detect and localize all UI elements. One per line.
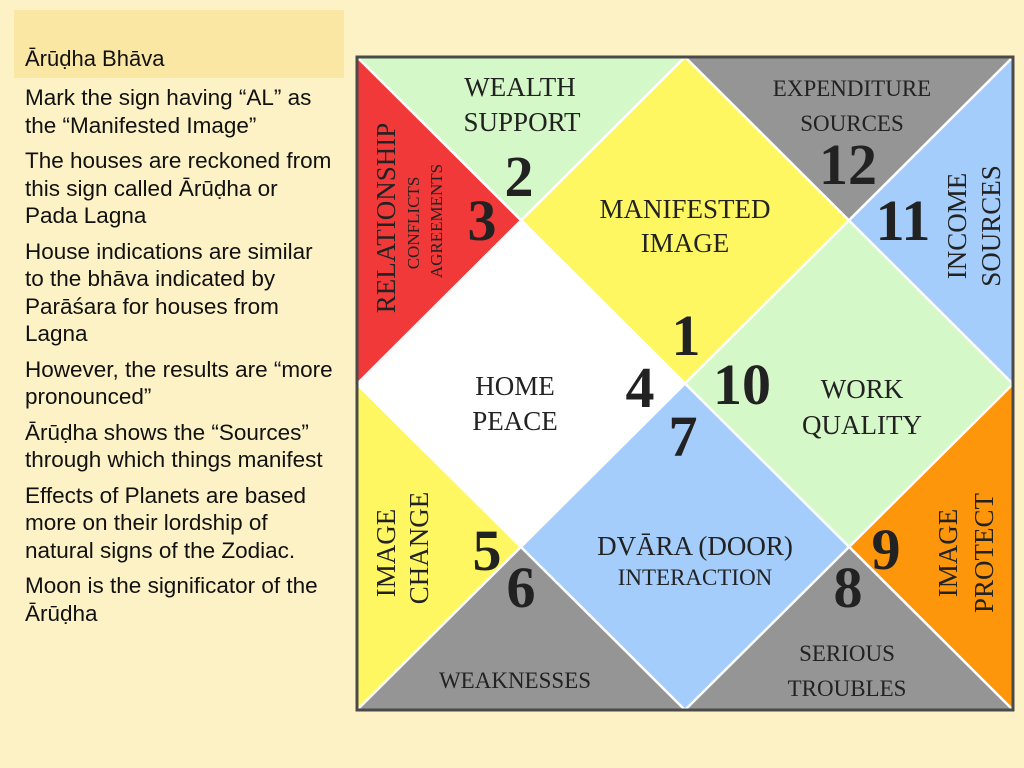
bullet-item: Moon is the significator of the Ārūḍha — [25, 573, 318, 626]
bullet-item: House indications are similar to the bhā… — [25, 238, 313, 347]
house-12-label-line-1: EXPENDITURE — [773, 76, 931, 101]
house-11-number: 11 — [876, 188, 931, 253]
bullet-item: However, the results are “more pronounce… — [25, 356, 333, 410]
house-12-label-line-2: SOURCES — [800, 111, 904, 136]
house-11-region — [850, 57, 1013, 384]
house-8-region — [685, 547, 1013, 710]
bullet-item: Effects of Planets are based more on the… — [25, 482, 307, 563]
house-7-label-line-2: INTERACTION — [618, 565, 773, 590]
house-2-number: 2 — [505, 144, 534, 209]
chart-frame — [355, 55, 1015, 712]
house-4-number: 4 — [626, 355, 655, 420]
bullet-list: Mark the sign having “AL” as the “Manife… — [25, 84, 335, 635]
house-12-region — [685, 57, 1013, 220]
house-5-region — [357, 384, 520, 710]
house-5-label-line-1: IMAGE — [371, 509, 401, 598]
house-8-number: 8 — [834, 555, 863, 620]
house-3-label-line-2: CONFLICTS — [404, 177, 423, 270]
house-2-label-line-2: SUPPORT — [464, 107, 581, 137]
house-6-region — [357, 547, 685, 710]
house-7-label-line-1: DVĀRA (DOOR) — [597, 531, 793, 561]
house-10-label-line-1: WORK — [821, 374, 904, 404]
house-9-region — [850, 384, 1013, 710]
house-4-label-line-2: PEACE — [472, 406, 558, 436]
house-9-label-line-2: PROTECT — [969, 492, 999, 613]
slide-title: Ārūḍha Bhāva — [25, 46, 165, 71]
house-8-label-line-2: TROUBLES — [788, 676, 907, 701]
house-1-label-line-1: MANIFESTED — [599, 194, 770, 224]
house-5-number: 5 — [473, 518, 502, 583]
title-bar — [14, 10, 344, 78]
house-8-label-line-1: SERIOUS — [799, 641, 895, 666]
house-7-number: 7 — [669, 404, 698, 469]
house-5-label-line-2: CHANGE — [404, 492, 434, 605]
house-6-label-line-1: WEAKNESSES — [439, 668, 591, 693]
house-2-label-line-1: WEALTH — [464, 72, 575, 102]
house-9-number: 9 — [872, 517, 901, 582]
house-1-number: 1 — [672, 303, 701, 368]
house-3-label-line-1: RELATIONSHIP — [371, 123, 401, 314]
house-11-label-line-1: INCOME — [942, 173, 972, 280]
house-3-region — [357, 57, 520, 384]
house-4-label-line-1: HOME — [475, 371, 555, 401]
house-3-number: 3 — [468, 188, 497, 253]
house-6-number: 6 — [507, 555, 536, 620]
bullet-item: Mark the sign having “AL” as the “Manife… — [25, 85, 312, 138]
house-10-number: 10 — [713, 352, 771, 417]
house-12-number: 12 — [819, 132, 877, 197]
house-1-label-line-2: IMAGE — [641, 228, 730, 258]
bullet-item: The houses are reckoned from this sign c… — [25, 148, 332, 228]
house-11-label-line-2: SOURCES — [976, 165, 1006, 287]
house-3-label-line-3: AGREEMENTS — [427, 164, 446, 278]
house-9-label-line-1: IMAGE — [933, 509, 963, 598]
house-2-region — [357, 57, 685, 220]
house-10-label-line-2: QUALITY — [802, 410, 922, 440]
bullet-item: Ārūḍha shows the “Sources” through which… — [25, 419, 323, 473]
